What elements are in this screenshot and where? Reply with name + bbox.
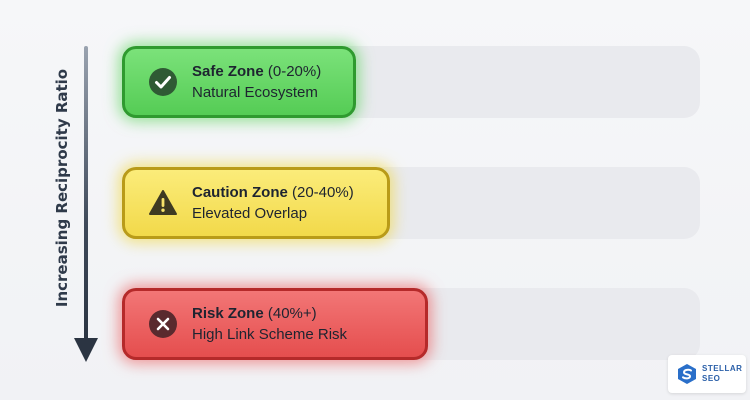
x-icon	[149, 310, 177, 338]
caution-zone-description: Elevated Overlap	[192, 205, 308, 222]
stellar-seo-logo: STELLAR SEO	[668, 355, 746, 393]
safe-zone-name: Safe Zone	[192, 63, 264, 80]
logo-line-2: SEO	[702, 374, 721, 383]
logo-line-1: STELLAR	[702, 364, 743, 373]
logo-text: STELLAR SEO	[702, 364, 742, 384]
risk-zone-range: (40%+)	[267, 305, 317, 322]
safe-zone-text: Safe Zone (0-20%) Natural Ecosystem	[192, 61, 321, 103]
caution-zone-name: Caution Zone	[192, 184, 288, 201]
risk-zone-title: Risk Zone (40%+)	[192, 303, 347, 324]
safe-zone-range: (0-20%)	[267, 63, 322, 80]
risk-zone-description: High Link Scheme Risk	[192, 326, 348, 343]
risk-zone-text: Risk Zone (40%+) High Link Scheme Risk	[192, 303, 347, 345]
reciprocity-axis	[72, 46, 100, 364]
axis-line	[84, 46, 88, 342]
safe-zone-description: Natural Ecosystem	[192, 84, 318, 101]
caution-zone-text: Caution Zone (20-40%) Elevated Overlap	[192, 182, 354, 224]
risk-zone-card: Risk Zone (40%+) High Link Scheme Risk	[122, 288, 428, 360]
warning-icon	[149, 190, 177, 215]
logo-mark-icon	[678, 364, 696, 384]
risk-zone-name: Risk Zone	[192, 305, 264, 322]
axis-label: Increasing Reciprocity Ratio	[53, 68, 71, 308]
safe-zone-title: Safe Zone (0-20%)	[192, 61, 321, 82]
safe-zone-card: Safe Zone (0-20%) Natural Ecosystem	[122, 46, 356, 118]
arrow-down-icon	[74, 338, 98, 362]
check-icon	[149, 68, 177, 96]
caution-zone-title: Caution Zone (20-40%)	[192, 182, 354, 203]
caution-zone-card: Caution Zone (20-40%) Elevated Overlap	[122, 167, 390, 239]
caution-zone-range: (20-40%)	[292, 184, 354, 201]
